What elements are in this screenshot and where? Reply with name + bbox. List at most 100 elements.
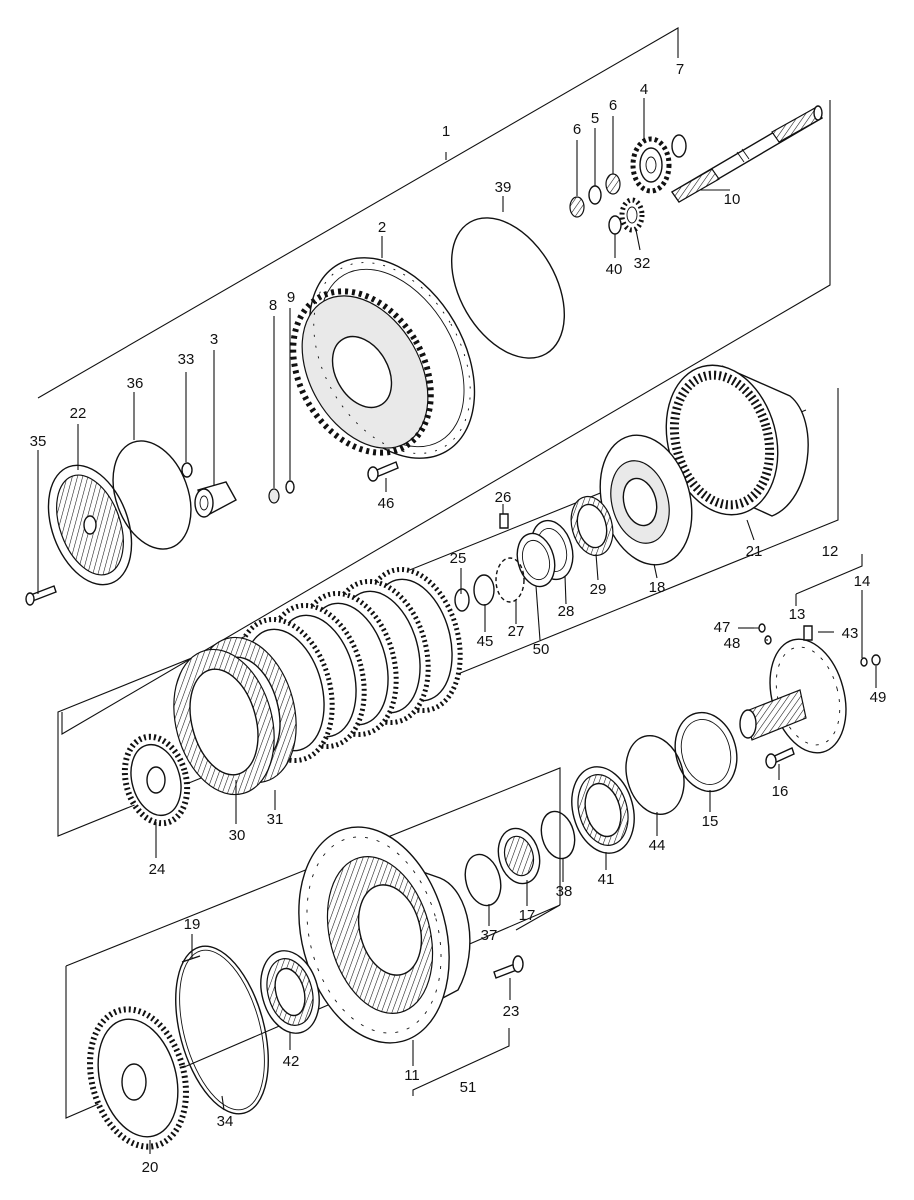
part-6-needle-bearing (569, 196, 585, 218)
callout-8: 8 (269, 297, 277, 314)
callout-12: 12 (822, 543, 839, 560)
callout-35: 35 (30, 433, 47, 450)
part-10-shaft (670, 105, 824, 203)
callout-1: 1 (442, 123, 450, 140)
callout-6: 6 (573, 121, 581, 138)
callout-37: 37 (481, 927, 498, 944)
part-8-nut (268, 488, 280, 504)
part-44-ring (625, 734, 685, 816)
callout-25: 25 (450, 550, 467, 567)
clutch-pack (173, 566, 463, 796)
part-45-snap-ring (473, 574, 495, 606)
part-34-snap-ring (175, 945, 269, 1115)
part-14-plug (860, 657, 868, 667)
callout-36: 36 (127, 375, 144, 392)
part-42-bearing (260, 950, 320, 1034)
part-17-bearing-cup (497, 827, 541, 885)
callout-46: 46 (378, 495, 395, 512)
group-boundary-top (37, 27, 831, 735)
callout-26: 26 (495, 489, 512, 506)
part-27-spring-retainer (495, 557, 525, 603)
callout-13: 13 (789, 606, 806, 623)
callout-51: 51 (460, 1079, 477, 1096)
part-29-seal-ring (570, 495, 614, 557)
part-6-needle-bearing-second (605, 173, 621, 195)
part-19-pin (181, 955, 201, 963)
part-13-spindle-flange (739, 638, 847, 754)
part-36-o-ring (112, 440, 192, 550)
callout-47: 47 (714, 619, 731, 636)
callout-2: 2 (378, 219, 386, 236)
callout-5: 5 (591, 110, 599, 127)
callout-17: 17 (519, 907, 536, 924)
callout-labels: 1 2 3 4 5 6 6 7 8 9 10 11 12 13 14 15 16… (30, 61, 887, 1176)
part-24-clutch-hub (121, 733, 191, 827)
part-22-cover-plate (47, 464, 133, 586)
part-2-carrier-housing (290, 257, 476, 459)
part-9-washer (285, 480, 295, 494)
part-35-bolt (25, 585, 57, 606)
callout-24: 24 (149, 861, 166, 878)
callout-32: 32 (634, 255, 651, 272)
part-4-planet-gear (630, 136, 672, 194)
part-39-o-ring (450, 217, 566, 359)
callout-45: 45 (477, 633, 494, 650)
callout-41: 41 (598, 871, 615, 888)
callout-27: 27 (508, 623, 525, 640)
part-41-bearing (571, 766, 635, 854)
part-18-piston (599, 434, 693, 566)
leader-lines (37, 98, 877, 1154)
part-23-wheel-stud (493, 955, 524, 979)
callout-50: 50 (533, 641, 550, 658)
callout-7: 7 (676, 61, 684, 78)
callout-34: 34 (217, 1113, 234, 1130)
callout-6-second: 6 (609, 97, 617, 114)
callout-31: 31 (267, 811, 284, 828)
part-20-ring-gear (87, 1006, 189, 1150)
part-21-ring-gear (665, 364, 809, 517)
callout-11: 11 (404, 1067, 420, 1084)
callout-21: 21 (746, 543, 763, 560)
callout-22: 22 (70, 405, 87, 422)
callout-44: 44 (649, 837, 666, 854)
part-50-seal-ring (516, 532, 556, 588)
callout-18: 18 (649, 579, 666, 596)
callout-28: 28 (558, 603, 575, 620)
callout-40: 40 (606, 261, 623, 278)
callout-19: 19 (184, 916, 201, 933)
part-33-seal (181, 462, 193, 478)
part-49-plug (871, 654, 881, 666)
part-43-bolt (803, 625, 813, 641)
callout-42: 42 (283, 1053, 300, 1070)
part-46-bolt (367, 461, 399, 482)
callout-33: 33 (178, 351, 195, 368)
part-40-snap-ring (608, 215, 622, 235)
callout-43: 43 (842, 625, 859, 642)
callout-23: 23 (503, 1003, 520, 1020)
callout-4: 4 (640, 81, 648, 98)
part-16-bolt (765, 747, 795, 769)
callout-14: 14 (854, 573, 871, 590)
callout-10: 10 (724, 191, 741, 208)
part-11-wheel-hub (298, 826, 471, 1044)
callout-49: 49 (870, 689, 887, 706)
part-3-plug (194, 481, 237, 518)
part-38-seal (540, 810, 576, 860)
callout-29: 29 (590, 581, 607, 598)
callout-39: 39 (495, 179, 512, 196)
callout-48: 48 (724, 635, 741, 652)
part-25-washer (454, 588, 470, 612)
callout-38: 38 (556, 883, 573, 900)
callout-20: 20 (142, 1159, 159, 1176)
callout-30: 30 (229, 827, 246, 844)
part-37-o-ring (464, 853, 502, 907)
part-5-spacer (588, 185, 602, 205)
part-32-sun-gear (619, 197, 645, 233)
callout-9: 9 (287, 289, 295, 306)
callout-16: 16 (772, 783, 789, 800)
callout-15: 15 (702, 813, 719, 830)
part-26-pin (499, 513, 509, 529)
callout-3: 3 (210, 331, 218, 348)
